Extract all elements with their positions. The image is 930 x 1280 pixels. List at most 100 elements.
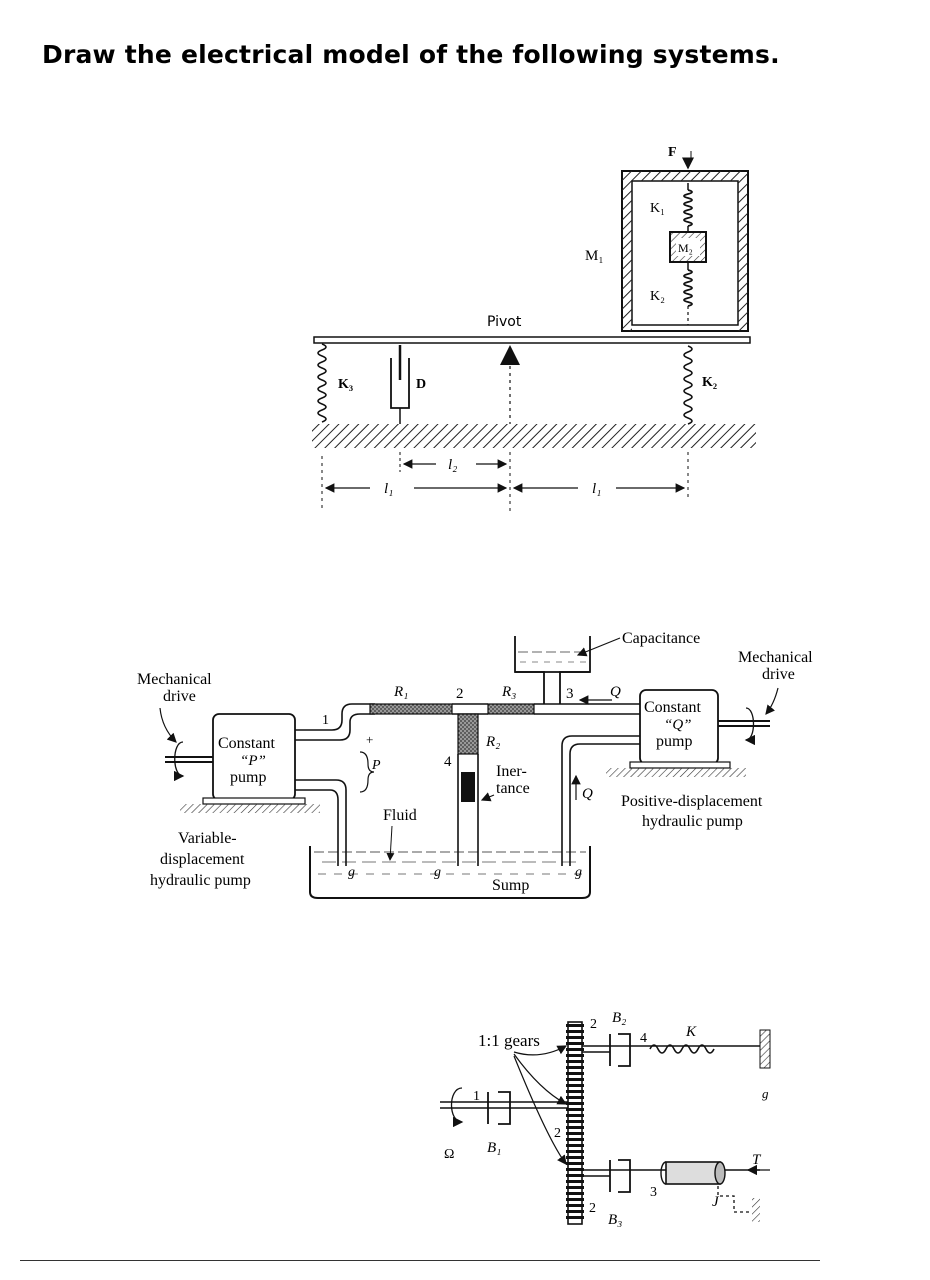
gear-tooth	[566, 1144, 584, 1147]
pump-left-line1: Constant	[218, 735, 275, 752]
node-2-label: 2	[456, 686, 464, 702]
mech-drive-right-line1: Mechanical	[738, 649, 813, 666]
mech-drive-left-line2: drive	[163, 688, 196, 705]
r3-label: R₃	[501, 684, 516, 700]
length-l1-label: l₁	[384, 481, 393, 497]
g-label: g	[762, 1086, 769, 1101]
length-l2-label: l₂	[448, 457, 457, 473]
damper-b3	[609, 1159, 631, 1193]
mech-drive-right-line2: drive	[762, 666, 795, 683]
r1-label: R₁	[393, 684, 408, 700]
damper-d	[390, 345, 410, 424]
spring-k1-label: K₁	[650, 201, 665, 216]
gear-tooth	[566, 1096, 584, 1099]
gear-tooth	[566, 1090, 584, 1093]
ground-left: g	[348, 865, 355, 880]
gear-tooth	[566, 1114, 584, 1117]
gear-tooth	[566, 1132, 584, 1135]
gear-stack	[566, 1021, 584, 1225]
gear-pointer-arrows	[513, 1045, 568, 1165]
capacitance-tank	[514, 636, 591, 704]
gear-tooth	[566, 1072, 584, 1075]
mass-m1-label: M₁	[585, 248, 604, 264]
flow-label-top: Q	[610, 684, 621, 700]
gear-tooth	[566, 1138, 584, 1141]
pivot-triangle	[500, 345, 520, 424]
gear-tooth	[566, 1060, 584, 1063]
resistor-r3	[487, 703, 535, 715]
sump-label: Sump	[492, 877, 529, 894]
pressure-brace	[359, 751, 375, 793]
gear-tooth	[566, 1174, 584, 1177]
pump-left-caption2: displacement	[160, 851, 245, 868]
pump-right-line2: “Q”	[664, 717, 692, 733]
node-2-bot: 2	[589, 1201, 596, 1216]
gear-tooth	[566, 1216, 584, 1219]
sump-tank	[309, 846, 591, 899]
pump-left-caption1: Variable-	[178, 830, 237, 847]
r2-label: R₂	[485, 734, 500, 750]
t-label: T	[752, 1152, 762, 1168]
pivot-label: Pivot	[487, 314, 522, 330]
fluid-label: Fluid	[383, 807, 417, 824]
pump-right-caption2: hydraulic pump	[642, 813, 743, 830]
gear-tooth	[566, 1024, 584, 1027]
spring-k	[649, 1044, 715, 1054]
gear-tooth	[566, 1120, 584, 1123]
gear-tooth	[566, 1180, 584, 1183]
gear-tooth	[566, 1102, 584, 1105]
plus-sign: +	[366, 732, 373, 747]
mech-drive-left-line1: Mechanical	[137, 671, 212, 688]
gear-tooth	[566, 1078, 584, 1081]
pump-right-caption1: Positive-displacement	[621, 793, 763, 810]
gear-tooth	[566, 1042, 584, 1045]
length-l1-right-label: l₁	[592, 481, 601, 497]
wall-ground	[759, 1029, 771, 1069]
spring-k2-label: K₂	[702, 375, 717, 390]
gear-tooth	[566, 1066, 584, 1069]
pump-right-line1: Constant	[644, 699, 701, 716]
resistor-r2	[457, 713, 479, 755]
gear-tooth	[566, 1162, 584, 1165]
k-label: K	[685, 1024, 697, 1040]
j-ground-link	[717, 1186, 752, 1213]
mass-m2-label: M₂	[678, 241, 693, 255]
gear-tooth	[566, 1156, 584, 1159]
damper-label: D	[416, 377, 426, 392]
ground-right: g	[575, 865, 582, 880]
gear-tooth	[566, 1204, 584, 1207]
gear-tooth	[566, 1084, 584, 1087]
node-4-gear: 4	[640, 1031, 647, 1046]
node-1-label: 1	[322, 713, 329, 728]
page-title: Draw the electrical model of the followi…	[42, 40, 780, 69]
j-label: J	[712, 1194, 720, 1210]
capacitance-label: Capacitance	[622, 630, 700, 647]
gears-label: 1:1 gears	[478, 1031, 540, 1050]
gear-tooth	[566, 1036, 584, 1039]
spring-k3	[317, 343, 327, 423]
pipe-1	[295, 703, 375, 741]
inertance-block	[461, 772, 475, 802]
b3-label: B₃	[608, 1212, 622, 1228]
node-3-gear: 3	[650, 1185, 657, 1200]
node-2-top: 2	[590, 1017, 597, 1032]
gear-tooth	[566, 1030, 584, 1033]
gear-tooth	[566, 1192, 584, 1195]
gear-tooth	[566, 1048, 584, 1051]
inertance-line1: Iner-	[496, 763, 527, 780]
gear-tooth	[566, 1198, 584, 1201]
gear-tooth	[566, 1150, 584, 1153]
force-arrow	[682, 151, 694, 170]
pressure-label: P	[371, 758, 381, 773]
gear-figure: 1:1 gears Ω 1 B₁ 2 2 B₂ 4 K	[440, 1010, 771, 1228]
inertia-j	[660, 1161, 726, 1185]
lever-bar	[313, 336, 751, 344]
omega-label: Ω	[444, 1147, 454, 1162]
damper-b1	[487, 1091, 511, 1125]
b2-label: B₂	[612, 1010, 626, 1026]
lever-figure: F M₁ K₁ M₂ K₂ Pivot K₃	[312, 145, 756, 512]
ground-mid: g	[434, 865, 441, 880]
spring-k2	[683, 345, 693, 425]
node-4-label: 4	[444, 754, 452, 770]
gear-tooth	[566, 1210, 584, 1213]
